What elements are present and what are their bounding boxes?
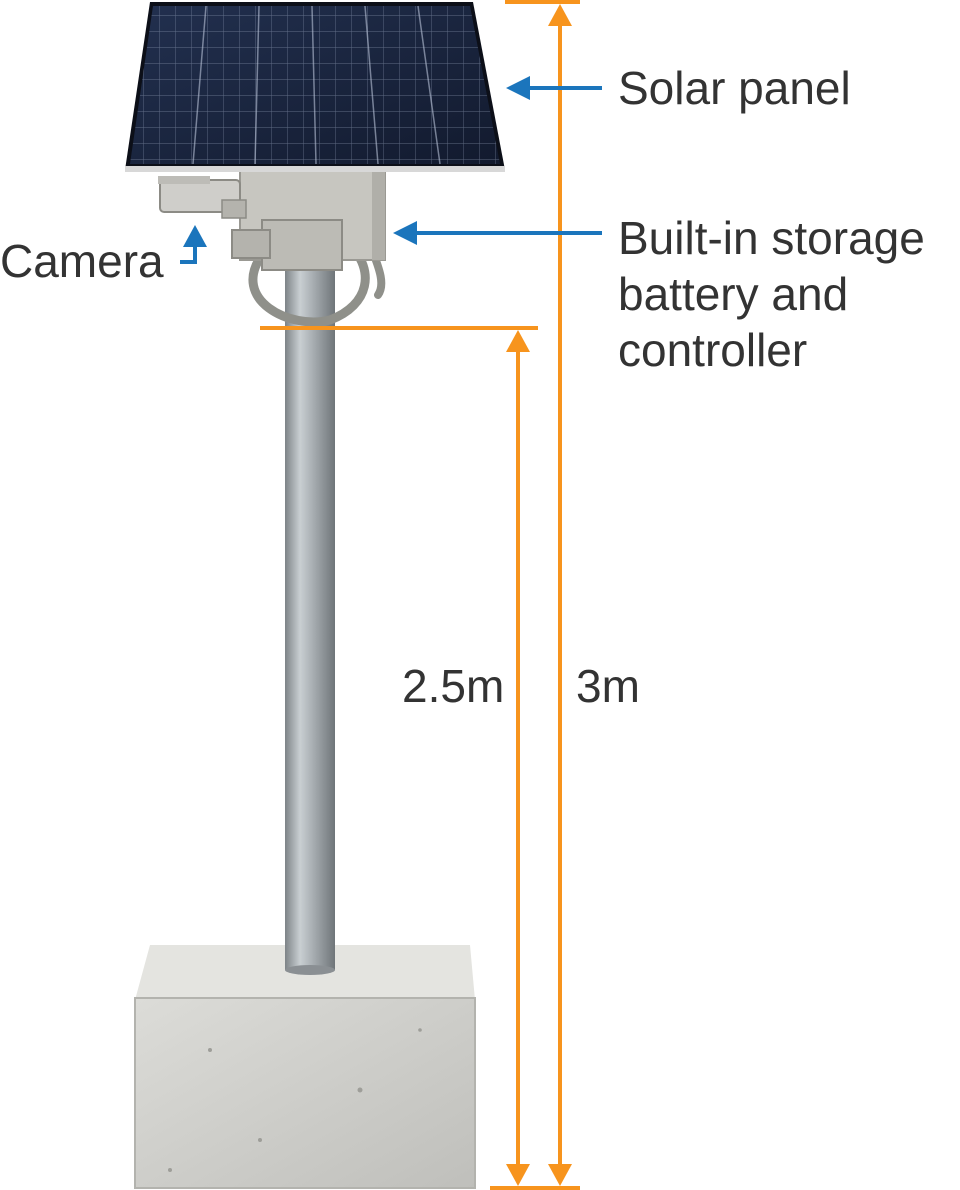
camera-label: Camera <box>0 235 164 287</box>
battery-controller-label: Built-in storage battery and controller <box>618 210 925 378</box>
mount-bracket <box>231 219 343 271</box>
pole-height-label: 2.5m <box>402 660 505 712</box>
battery-label-line-2: battery and <box>618 268 849 320</box>
cable <box>248 240 370 327</box>
dimension-pole-height <box>260 326 538 1186</box>
pole <box>285 175 335 975</box>
arrow-camera <box>180 225 207 264</box>
battery-label-line-3: controller <box>618 324 808 376</box>
dimension-total-height <box>490 0 580 1190</box>
arrow-solar-panel <box>506 76 602 100</box>
solar-panel <box>125 2 505 172</box>
arrow-battery-controller <box>393 221 602 245</box>
solar-panel-label: Solar panel <box>618 62 851 114</box>
battery-label-line-1: Built-in storage <box>618 212 925 264</box>
concrete-base <box>134 945 476 1189</box>
total-height-label: 3m <box>576 660 640 712</box>
camera <box>158 176 247 219</box>
